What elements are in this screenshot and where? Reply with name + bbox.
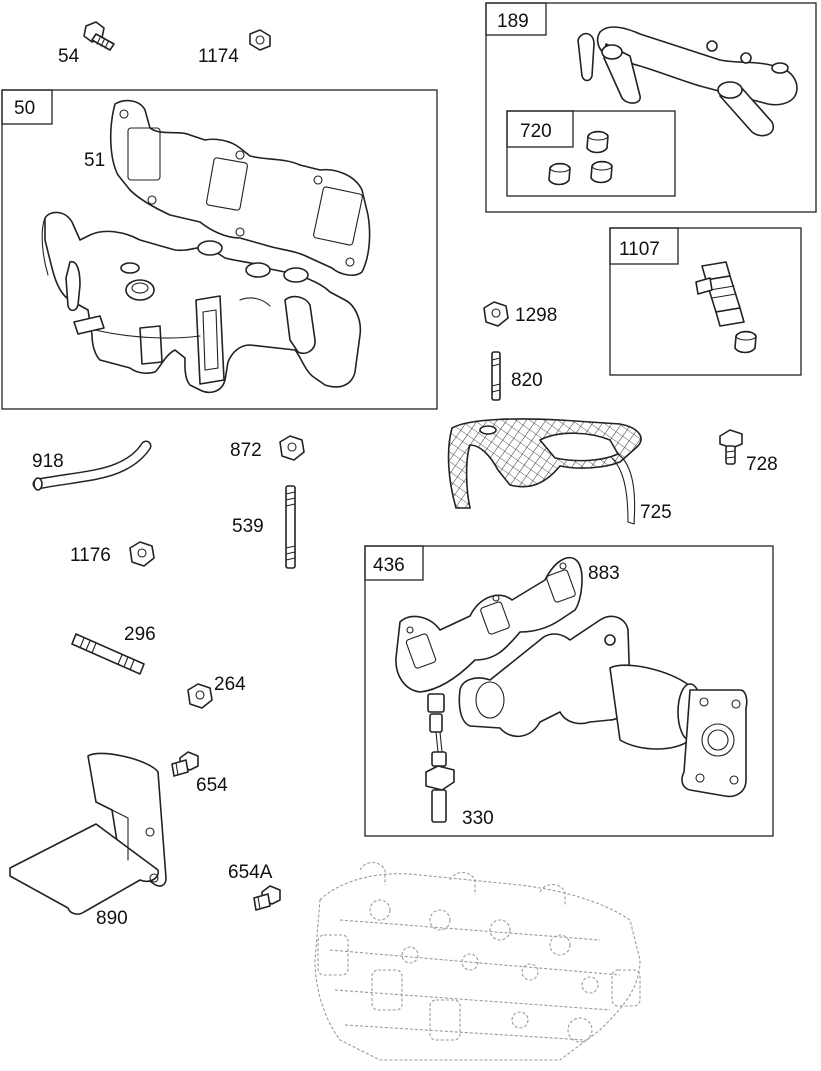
part-725-heat-shield[interactable] (447, 418, 642, 525)
label-330: 330 (462, 808, 494, 829)
part-1107-fuel-injector[interactable] (695, 261, 757, 354)
group-box-720 (506, 110, 676, 197)
part-539-stud[interactable] (285, 485, 296, 569)
part-436-manifold-assembly[interactable] (458, 615, 748, 798)
label-654: 654 (196, 775, 228, 796)
label-264: 264 (214, 674, 246, 695)
label-1298: 1298 (515, 305, 557, 326)
part-330-sensor[interactable] (425, 693, 455, 823)
label-189: 189 (497, 11, 529, 32)
label-1176: 1176 (70, 545, 111, 566)
label-728: 728 (746, 454, 778, 475)
part-883-gasket[interactable] (395, 556, 583, 693)
label-1107: 1107 (619, 239, 660, 260)
group-box-189 (485, 2, 817, 213)
part-189-fuel-rail[interactable] (577, 26, 798, 137)
label-436: 436 (373, 555, 405, 576)
part-51-manifold-gasket[interactable] (109, 99, 371, 277)
label-872: 872 (230, 440, 262, 461)
label-296: 296 (124, 624, 156, 645)
label-820: 820 (511, 370, 543, 391)
label-883: 883 (588, 563, 620, 584)
group-tag-189 (485, 2, 547, 36)
part-918-hose[interactable] (32, 440, 152, 491)
label-1174: 1174 (198, 46, 239, 67)
part-1176-nut[interactable] (129, 541, 155, 567)
cylinder-head-reference (314, 861, 641, 1061)
part-654A-bolt[interactable] (253, 885, 281, 911)
part-728-bolt[interactable] (719, 429, 743, 465)
group-tag-436 (364, 545, 424, 581)
group-tag-720 (506, 110, 574, 148)
part-296-stud[interactable] (71, 633, 145, 675)
label-54: 54 (58, 46, 80, 67)
part-1298-nut[interactable] (483, 301, 509, 327)
group-box-1107 (609, 227, 802, 376)
label-890: 890 (96, 908, 128, 929)
label-50: 50 (14, 98, 35, 119)
group-tag-1107 (609, 227, 679, 265)
label-918: 918 (32, 451, 64, 472)
group-box-436 (364, 545, 774, 837)
label-51: 51 (84, 150, 105, 171)
group-tag-50 (1, 89, 53, 125)
part-720-seals[interactable] (548, 130, 613, 186)
part-890-bracket[interactable] (9, 752, 167, 915)
part-1174-nut[interactable] (249, 29, 271, 51)
part-264-nut[interactable] (187, 683, 213, 709)
label-720: 720 (520, 121, 552, 142)
group-box-50 (1, 89, 438, 410)
part-54-bolt[interactable] (83, 21, 115, 51)
label-725: 725 (640, 502, 672, 523)
label-654A: 654A (228, 862, 273, 883)
part-820-stud[interactable] (491, 351, 501, 401)
part-654-bolt[interactable] (171, 751, 199, 777)
part-50-exhaust-manifold[interactable] (41, 211, 362, 394)
part-872-nut[interactable] (279, 435, 305, 461)
label-539: 539 (232, 516, 264, 537)
